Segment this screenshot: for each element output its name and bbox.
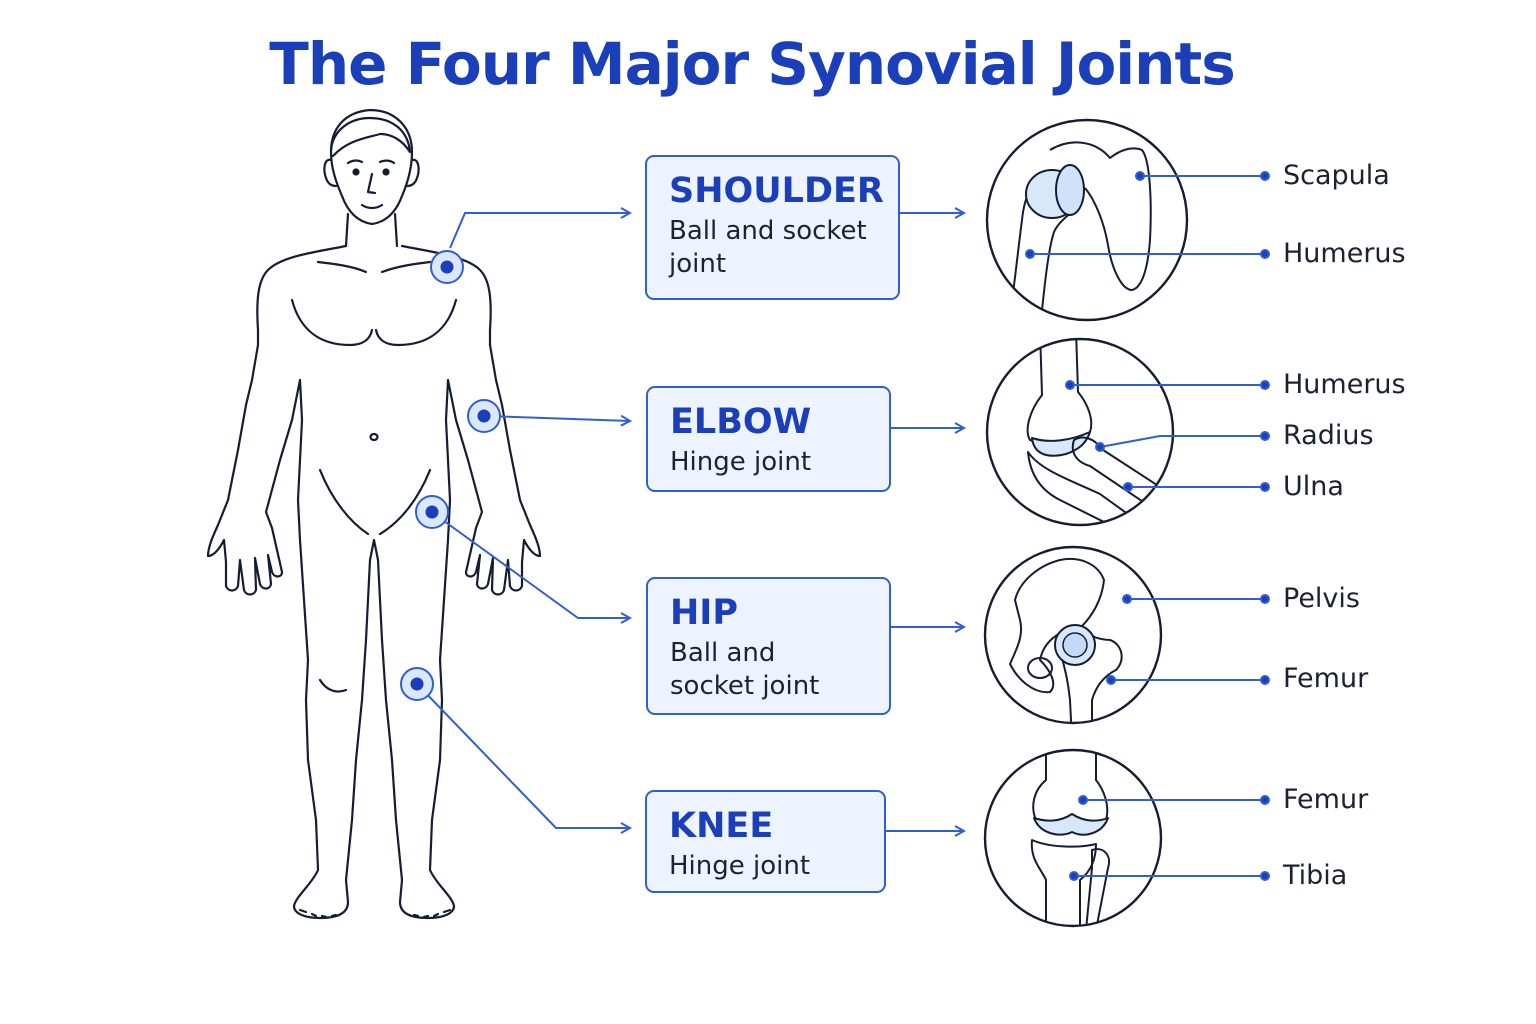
left-eye	[352, 168, 360, 176]
joint-box-knee: KNEE Hinge joint	[645, 790, 886, 893]
clavicle-right	[380, 260, 432, 274]
fibula-bone	[1085, 848, 1110, 926]
hip-connector	[432, 512, 630, 618]
mouth	[360, 203, 384, 210]
right-eyebrow	[378, 159, 396, 165]
left-eyebrow	[346, 159, 364, 165]
left-ear	[323, 158, 338, 188]
chest-left	[290, 298, 374, 347]
bone-label-femur: Femur	[1283, 784, 1369, 815]
bone-leader-lines	[1025, 171, 1270, 881]
elbow-joint-illustration	[985, 337, 1175, 527]
knee-marker	[400, 667, 434, 701]
right-groin-line	[378, 468, 432, 536]
human-body-figure	[206, 108, 542, 920]
joint-name: HIP	[670, 593, 738, 633]
knee-joint-illustration	[983, 748, 1163, 928]
chest-right	[374, 298, 458, 347]
torso-outline	[206, 244, 542, 920]
neck-right	[393, 212, 399, 248]
joint-type: Ball and socket joint	[669, 216, 867, 279]
left-toes	[298, 908, 338, 919]
joint-type: Hinge joint	[670, 447, 812, 477]
right-ear	[405, 158, 420, 188]
hip-marker	[415, 495, 449, 529]
radius-bone	[1071, 436, 1173, 521]
glenoid-cartilage	[1055, 164, 1085, 216]
joint-box-elbow: ELBOW Hinge joint	[646, 386, 891, 492]
bone-label-humerus: Humerus	[1283, 238, 1406, 269]
femoral-head-inner	[1062, 632, 1088, 658]
ulna-bone	[1027, 451, 1151, 525]
joint-type: Hinge joint	[669, 851, 811, 881]
bone-label-pelvis: Pelvis	[1283, 583, 1360, 614]
obturator-foramen	[1027, 657, 1053, 679]
tibia-bone	[1030, 839, 1097, 926]
hip-joint-illustration	[983, 545, 1163, 725]
bone-label-ulna: Ulna	[1283, 471, 1344, 502]
joint-box-hip: HIP Ball and socket joint	[646, 577, 891, 715]
page-title: The Four Major Synovial Joints	[269, 30, 1235, 98]
joint-name: SHOULDER	[669, 171, 884, 211]
knee-connector	[417, 684, 630, 828]
bone-label-tibia: Tibia	[1283, 860, 1348, 891]
bone-label-femur: Femur	[1283, 663, 1369, 694]
joint-name: ELBOW	[670, 402, 812, 442]
bone-label-radius: Radius	[1283, 420, 1374, 451]
elbow-marker	[467, 399, 501, 433]
joint-markers	[400, 250, 501, 701]
shoulder-joint-illustration	[985, 118, 1189, 322]
bone-label-humerus: Humerus	[1283, 369, 1406, 400]
navel	[369, 432, 379, 442]
shoulder-connector	[449, 213, 630, 249]
head-outline	[329, 108, 414, 226]
scapula-bone	[1049, 141, 1152, 291]
elbow-connector	[485, 416, 630, 421]
joint-type: Ball and socket joint	[670, 638, 820, 701]
left-knee-line	[318, 678, 348, 693]
joint-name: KNEE	[669, 806, 774, 846]
nose	[366, 172, 377, 195]
bone-label-scapula: Scapula	[1283, 160, 1390, 191]
right-eye	[382, 168, 390, 176]
clavicle-left	[316, 260, 368, 274]
joint-box-shoulder: SHOULDER Ball and socket joint	[645, 155, 900, 300]
knee-cartilage	[1033, 813, 1109, 836]
shoulder-marker	[430, 250, 464, 284]
pelvis-bone	[1009, 558, 1105, 694]
hair-outline	[329, 116, 412, 158]
left-groin-line	[318, 468, 370, 536]
neck-left	[344, 212, 350, 248]
femur-bone	[1059, 629, 1123, 723]
cartilage-cap	[1031, 431, 1091, 457]
body-connectors	[417, 213, 964, 831]
right-toes	[412, 908, 452, 919]
